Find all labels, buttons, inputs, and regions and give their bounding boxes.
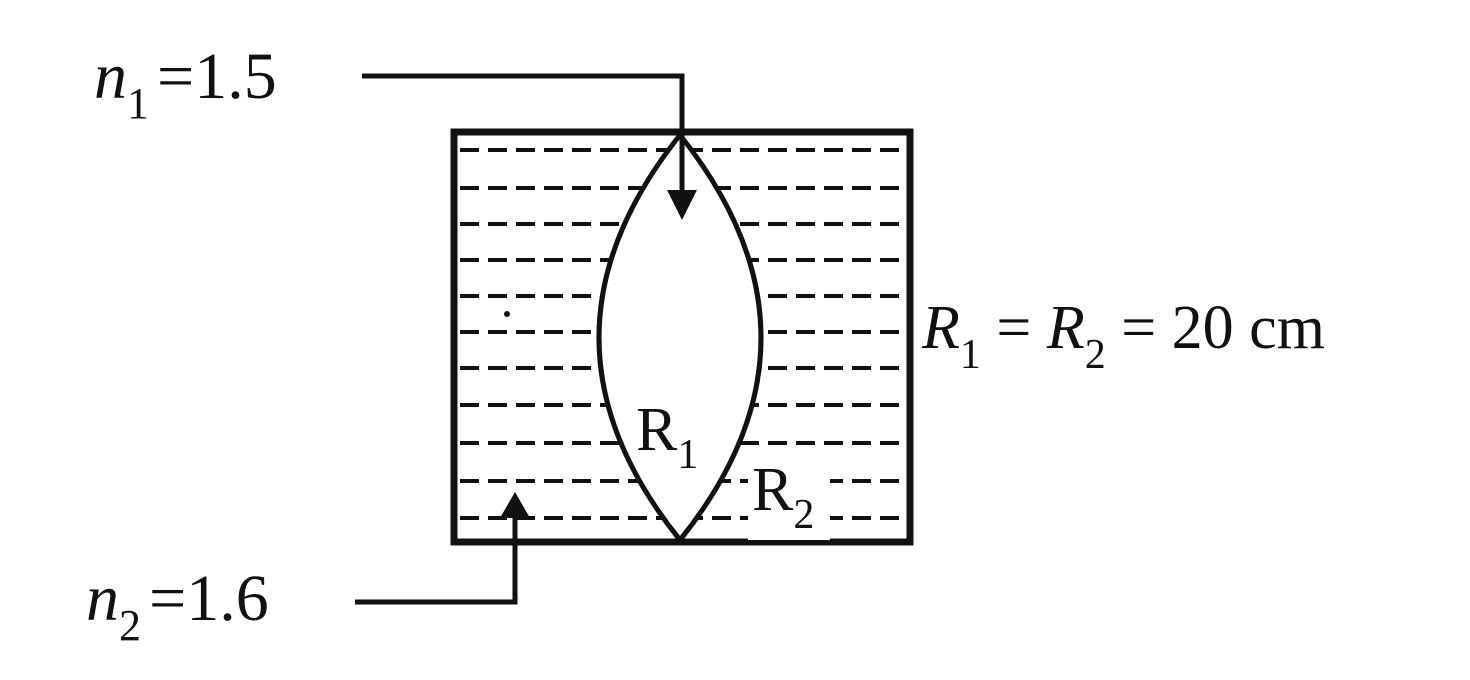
lens-r1-label: R1: [636, 396, 698, 478]
lens-r2-label: R2: [752, 456, 814, 538]
n2-arrowhead-icon: [500, 492, 530, 518]
n1-subscript: 1: [127, 79, 149, 128]
radii-r2-subscript: 2: [1085, 332, 1106, 378]
radii-r1-symbol: R: [921, 294, 960, 362]
r2-label-backdrop: [748, 462, 830, 540]
n2-subscript: 2: [119, 601, 141, 650]
lens-r2-subscript: 2: [793, 492, 814, 538]
radii-equation-label: R1 = R2 = 20 cm: [921, 294, 1325, 378]
lens-r1-symbol: R: [636, 396, 678, 464]
ink-dot: [504, 311, 510, 317]
n1-label: n1=1.5: [94, 40, 277, 128]
radii-r2-symbol: R: [1046, 294, 1085, 362]
radii-r1-subscript: 1: [960, 332, 981, 378]
biconvex-lens: [596, 130, 764, 544]
liquid-dashes-left: [460, 148, 680, 520]
n1-arrowhead-icon: [667, 190, 697, 220]
n1-value: =1.5: [157, 40, 277, 113]
n2-label: n2=1.6: [86, 562, 269, 650]
n2-pointer-line: [355, 510, 518, 605]
radii-value: = 20 cm: [1106, 294, 1325, 362]
lens-r1-subscript: 1: [677, 432, 698, 478]
n2-value: =1.6: [149, 562, 269, 635]
lens-r2-symbol: R: [752, 456, 794, 524]
n2-symbol: n: [86, 562, 119, 635]
n1-symbol: n: [94, 40, 127, 113]
radii-eq1: =: [981, 294, 1047, 362]
n1-pointer-line: [362, 73, 685, 200]
